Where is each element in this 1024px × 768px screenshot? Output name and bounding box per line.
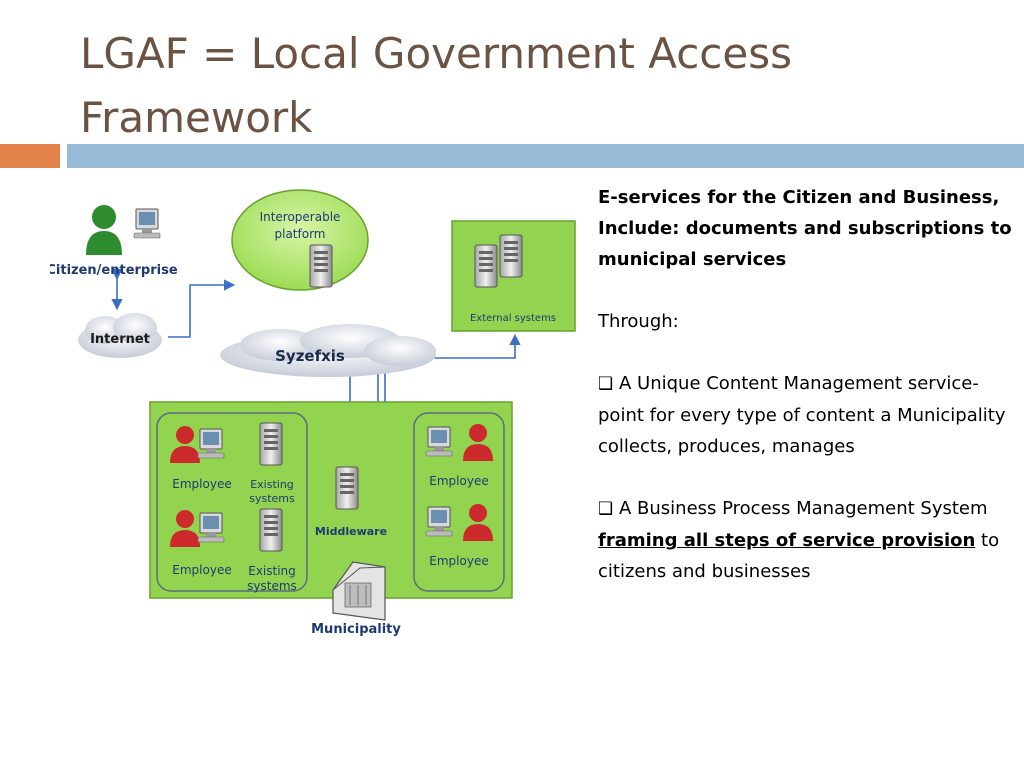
employee-icon-right-top [463, 424, 493, 461]
employee-computer-left-bottom [197, 512, 225, 543]
content-text: E-services for the Citizen and Business,… [598, 182, 1018, 587]
employee-icon-right-bottom [463, 504, 493, 541]
internal-group-right [413, 412, 505, 592]
employee-label-right-top: Employee [429, 474, 488, 488]
bullet-1: ❑ A Unique Content Management service-po… [598, 368, 1018, 462]
interoperable-platform-shape [231, 189, 369, 291]
interoperable-platform-label-1: Interoperable [260, 210, 341, 224]
syzefxis-cloud-icon [220, 324, 436, 377]
lead-paragraph: E-services for the Citizen and Business,… [598, 187, 1012, 270]
existing-systems-label-top-1: Existing [250, 478, 294, 491]
checkbox-bullet-icon: ❑ [598, 499, 614, 519]
existing-server-icon-top [259, 422, 283, 466]
syzefxis-label: Syzefxis [275, 347, 345, 365]
platform-server-icon [309, 244, 333, 288]
citizen-label: Citizen/enterprise [50, 263, 178, 278]
through-label: Through: [598, 311, 679, 332]
architecture-diagram: Interoperable platform Citizen/enterpris… [50, 189, 576, 637]
existing-systems-label-top-2: systems [249, 492, 295, 505]
municipality-label: Municipality [311, 622, 401, 637]
existing-systems-label-bottom-1: Existing [248, 564, 296, 578]
employee-icon-left-bottom [170, 510, 200, 547]
external-server-icon-1 [474, 244, 498, 288]
internal-group-left [156, 412, 308, 592]
bullet-2-emphasis: framing all steps of service provision [598, 530, 976, 551]
bullet-2-suffix: to citizens and businesses [598, 530, 1000, 582]
municipality-building-icon [332, 561, 386, 621]
existing-server-icon-bottom [259, 508, 283, 552]
external-server-icon-2 [499, 234, 523, 278]
slide-title: LGAF = Local Government Access Framework [80, 29, 792, 142]
existing-systems-label-bottom-2: systems [247, 579, 297, 593]
accent-bar-blue [67, 144, 1024, 168]
bullet-2-prefix: A Business Process Management System [618, 498, 988, 519]
employee-computer-right-top [425, 426, 453, 457]
bullet-2: ❑ A Business Process Management System f… [598, 493, 1018, 587]
employee-computer-right-bottom [425, 506, 453, 537]
employee-label-left-bottom: Employee [172, 563, 231, 577]
employee-computer-left-top [197, 428, 225, 459]
citizen-computer-icon [133, 208, 161, 239]
interoperable-platform-label-2: platform [275, 227, 326, 241]
internet-label: Internet [90, 332, 150, 347]
employee-label-right-bottom: Employee [429, 554, 488, 568]
bullet-1-text: A Unique Content Management service-poin… [598, 373, 1006, 457]
middleware-label: Middleware [315, 525, 387, 538]
employee-label-left-top: Employee [172, 477, 231, 491]
checkbox-bullet-icon: ❑ [598, 374, 614, 394]
employee-icon-left-top [170, 426, 200, 463]
external-systems-label: External systems [470, 313, 556, 324]
accent-bar-orange [0, 144, 60, 168]
citizen-icon [86, 205, 122, 255]
internet-cloud-icon [78, 313, 162, 358]
middleware-server-icon [335, 466, 359, 510]
